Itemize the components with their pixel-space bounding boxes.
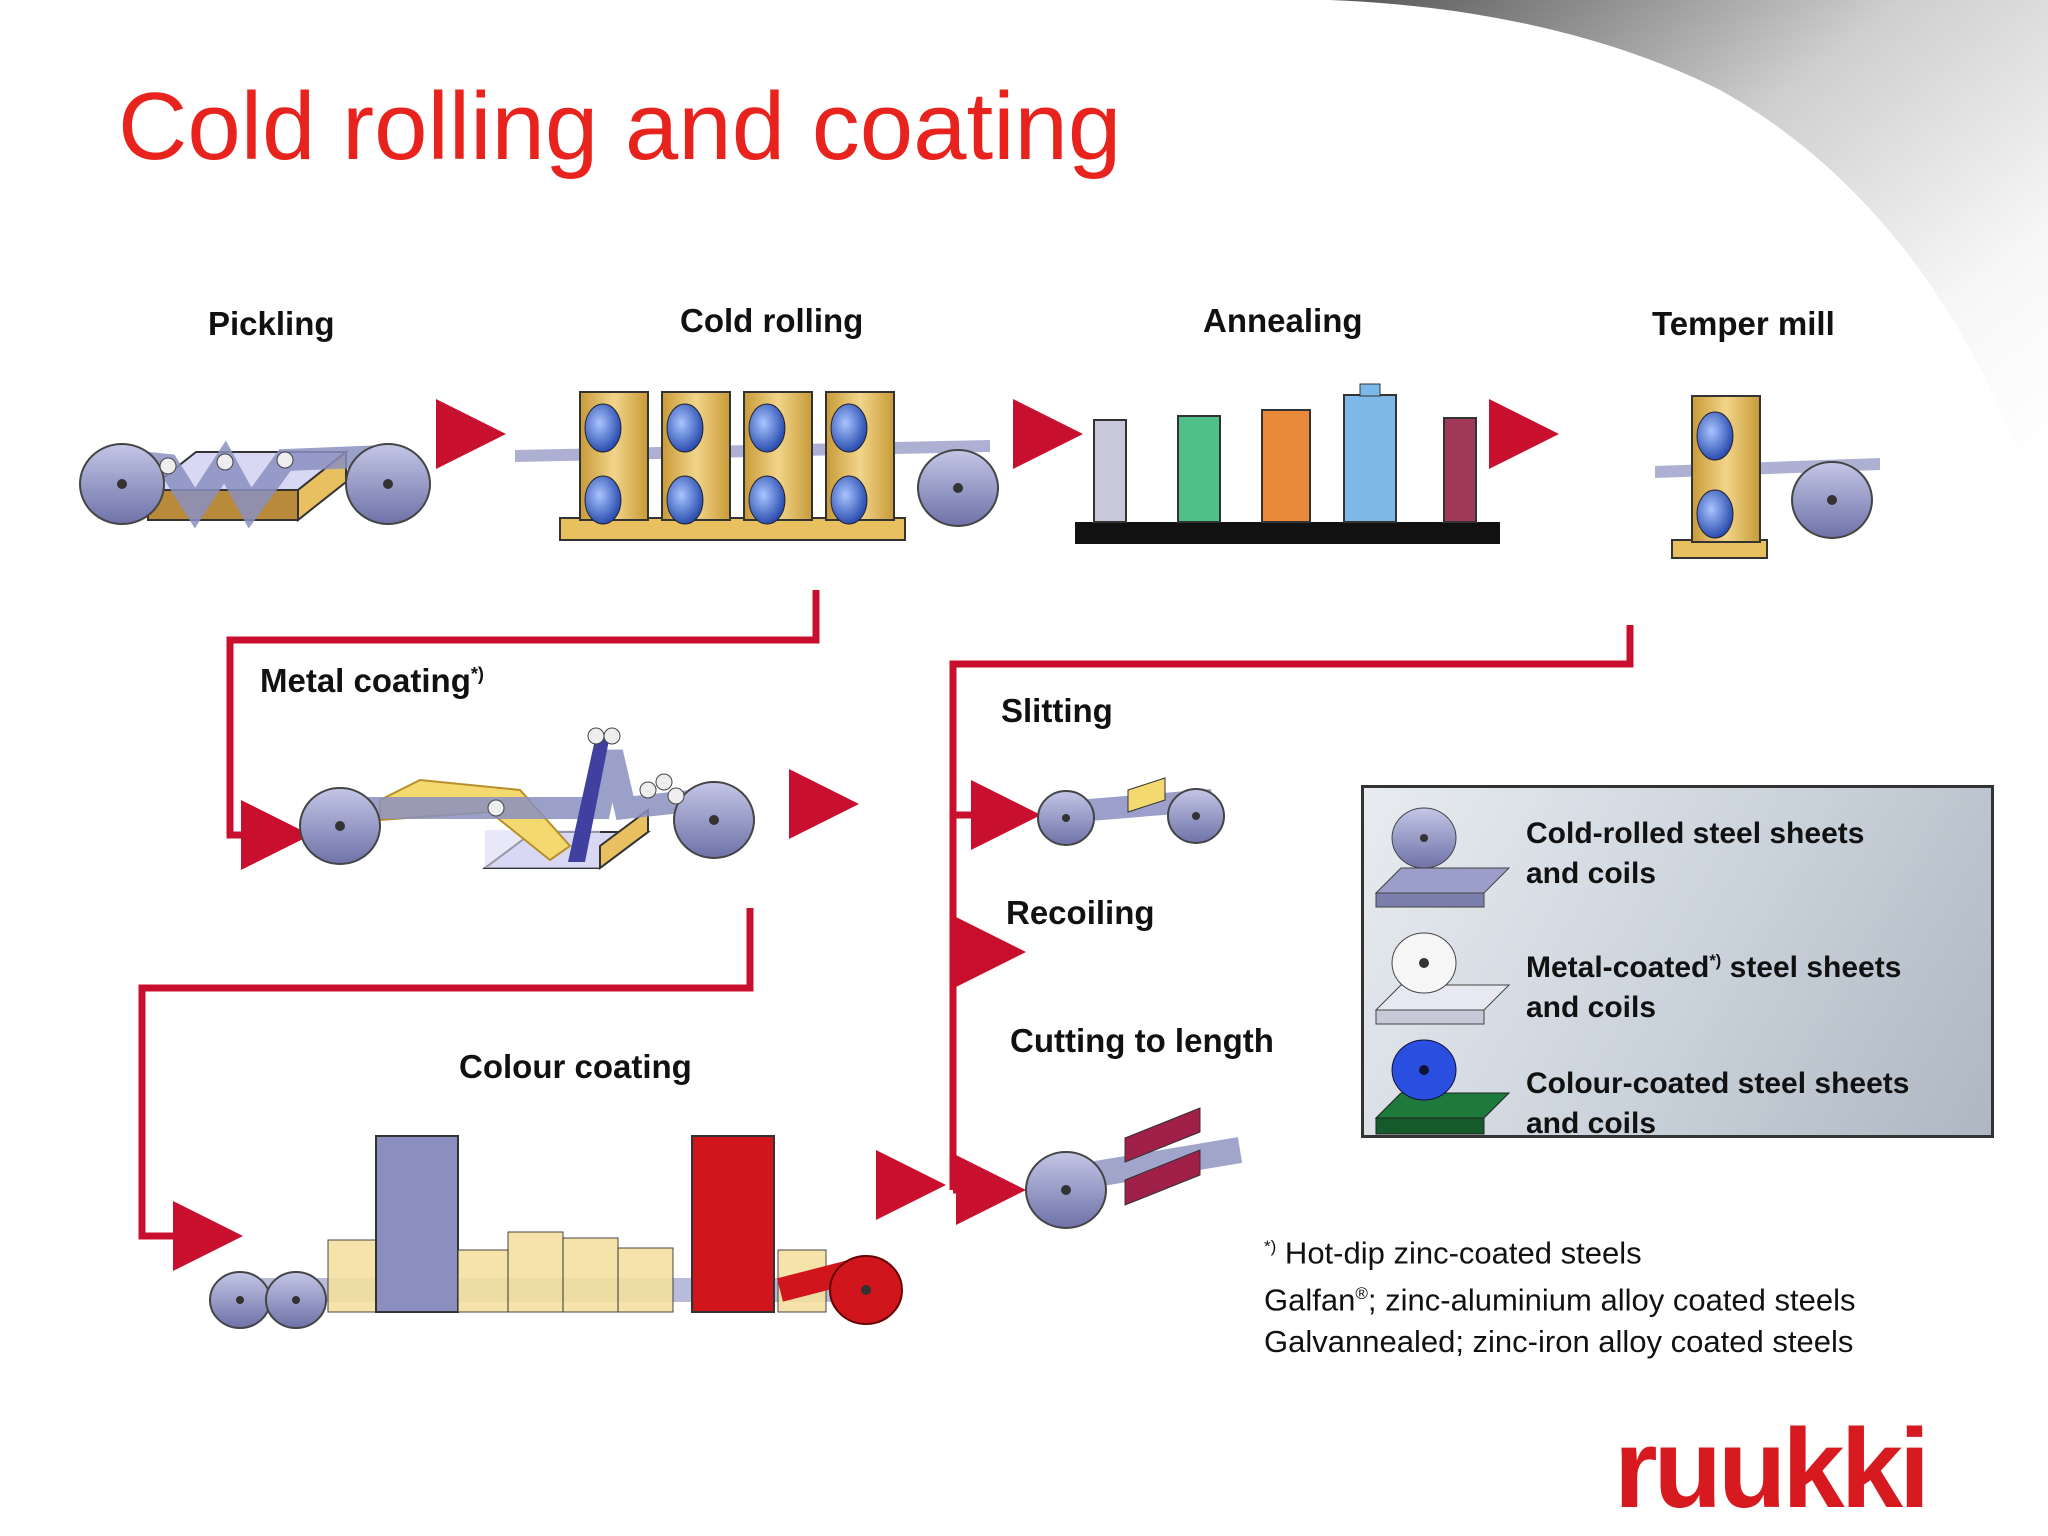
legend-item-cold-rolled-line1: Cold-rolled steel sheets — [1526, 817, 1865, 850]
ruukki-logo: ruukki — [1614, 1406, 1930, 1531]
metal-coating-footnote-mark: *) — [470, 664, 484, 684]
footnote-line2-text: ; zinc-aluminium alloy coated steels — [1367, 1282, 1856, 1318]
label-cutting-to-length: Cutting to length — [1010, 1022, 1274, 1059]
label-annealing: Annealing — [1203, 302, 1363, 339]
footnote-line1-text: Hot-dip zinc-coated steels — [1276, 1235, 1642, 1271]
label-temper-mill: Temper mill — [1652, 305, 1835, 342]
footnote-line2: Galfan®; zinc-aluminium alloy coated ste… — [1264, 1273, 1856, 1320]
product-legend: Cold-rolled steel sheets and coils Metal… — [1361, 785, 1994, 1140]
footnote-line3: Galvannealed; zinc-iron alloy coated ste… — [1264, 1323, 1854, 1359]
footnote-galfan: Galfan — [1264, 1282, 1356, 1318]
grey-coil-icon — [1374, 807, 1511, 908]
cold-rolling-illustration — [515, 391, 999, 541]
flow-temper-mill-to-finishing — [949, 625, 1634, 1190]
legend-metal-coated-mark: *) — [1709, 952, 1722, 970]
footnote: *) Hot-dip zinc-coated steels Galfan®; z… — [1264, 1226, 1856, 1362]
legend-item-colour-coated-line2: and coils — [1526, 1107, 1657, 1140]
legend-item-colour-coated: Colour-coated steel sheets and coils — [1526, 1064, 1909, 1144]
legend-item-metal-coated-line1: Metal-coated*) steel sheets — [1526, 941, 1901, 988]
footnote-mark: *) — [1264, 1237, 1277, 1256]
footnote-line1: *) Hot-dip zinc-coated steels — [1264, 1226, 1856, 1273]
flow-cold-rolling-to-metal-coating — [226, 590, 820, 870]
legend-icons — [1374, 807, 1511, 1135]
label-colour-coating: Colour coating — [459, 1048, 692, 1085]
flow-metal-coating-to-colour-coating — [138, 908, 754, 1271]
white-coil-icon — [1374, 932, 1511, 1025]
blue-green-coil-icon — [1374, 1039, 1511, 1135]
pickling-illustration — [79, 440, 431, 529]
label-pickling: Pickling — [208, 305, 335, 342]
legend-item-colour-coated-line1: Colour-coated steel sheets — [1526, 1067, 1910, 1100]
metal-corner-decoration — [1330, 0, 2048, 560]
metal-coating-text: Metal coating — [260, 662, 471, 699]
cutting-illustration — [1025, 1107, 1243, 1229]
temper-mill-illustration — [1655, 395, 1880, 559]
label-slitting: Slitting — [1001, 692, 1113, 729]
colour-coating-illustration — [209, 1135, 903, 1329]
legend-item-cold-rolled: Cold-rolled steel sheets and coils — [1526, 814, 1864, 894]
legend-item-cold-rolled-line2: and coils — [1526, 857, 1657, 890]
label-metal-coating: Metal coating*) — [260, 662, 484, 700]
annealing-illustration — [1075, 383, 1500, 544]
page-title: Cold rolling and coating — [118, 73, 1122, 180]
legend-item-metal-coated: Metal-coated*) steel sheets and coils — [1526, 941, 1901, 1028]
label-recoiling: Recoiling — [1006, 894, 1155, 931]
label-cold-rolling: Cold rolling — [680, 302, 864, 339]
legend-metal-coated-post: steel sheets — [1721, 951, 1902, 984]
slitting-illustration — [1037, 777, 1225, 846]
legend-metal-coated-pre: Metal-coated — [1526, 951, 1710, 984]
metal-coating-illustration — [299, 727, 755, 870]
legend-item-metal-coated-line2: and coils — [1526, 991, 1657, 1024]
footnote-registered-mark: ® — [1355, 1284, 1368, 1304]
